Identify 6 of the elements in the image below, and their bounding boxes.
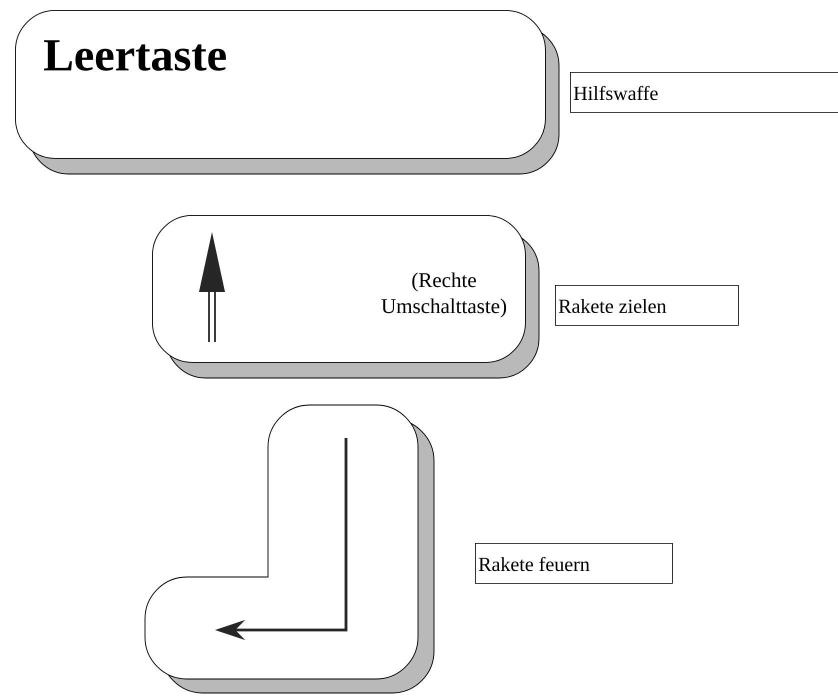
key-drawing: Leertaste xyxy=(15,10,560,174)
label-box: Hilfswaffe xyxy=(570,72,838,113)
label-box: Rakete zielen xyxy=(555,285,739,326)
key-drawing xyxy=(144,404,434,694)
key-drawing: (Rechte Umschalttaste) xyxy=(152,215,540,378)
label-box: Rakete feuern xyxy=(475,543,673,584)
